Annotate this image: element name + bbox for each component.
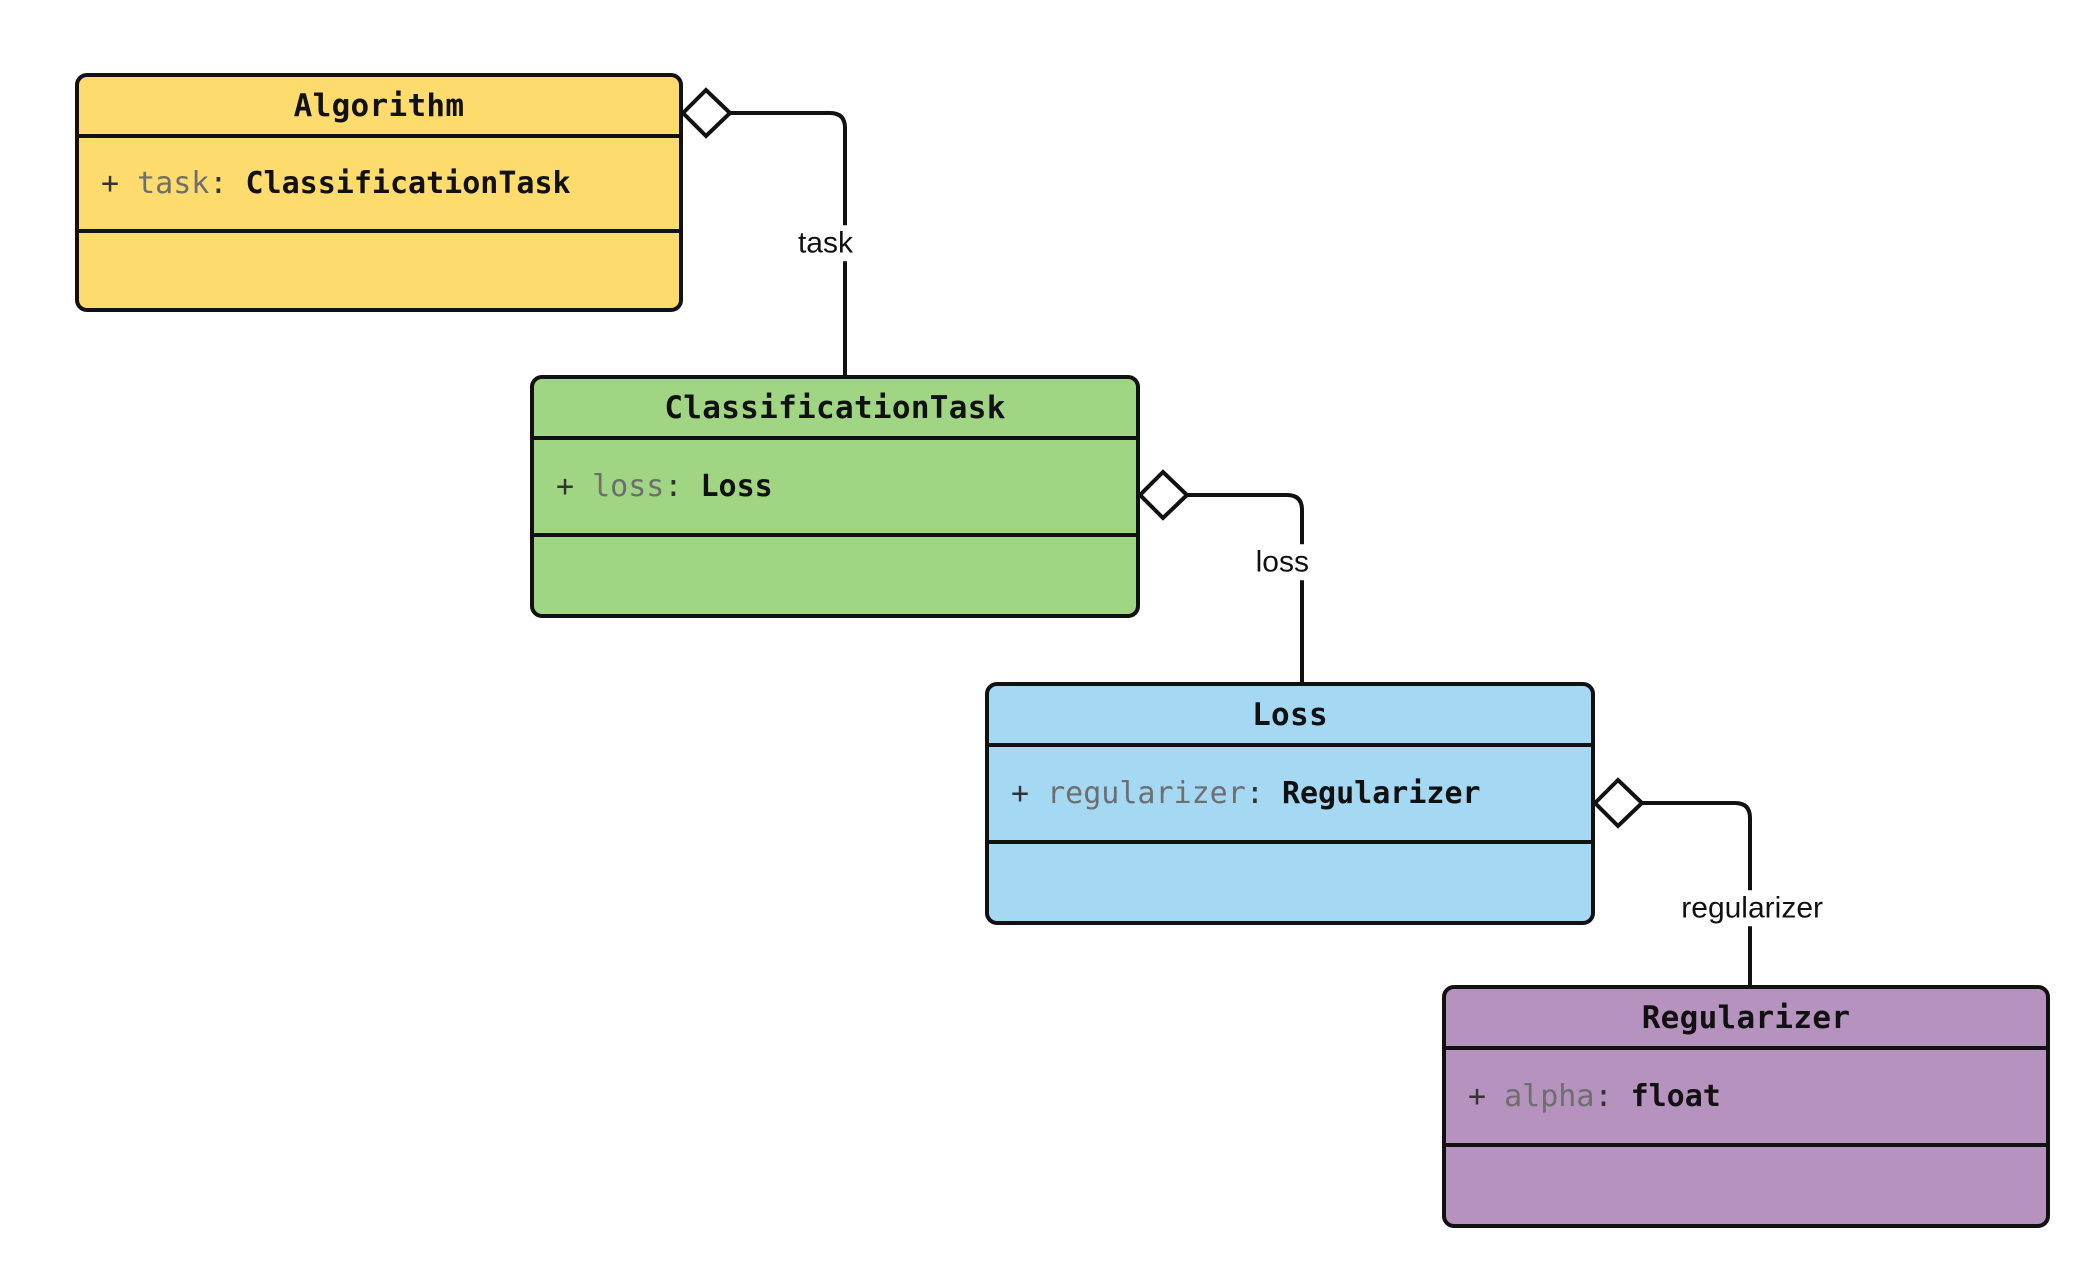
class-methods-loss (989, 844, 1591, 921)
class-attributes-algorithm: + task: ClassificationTask (79, 138, 679, 233)
edge-task-line (730, 111, 847, 375)
attribute-row: + alpha: float (1468, 1080, 2046, 1113)
attribute-type: Regularizer (1281, 776, 1481, 811)
class-methods-algorithm (79, 233, 679, 308)
edge-regularizer[interactable] (1592, 777, 1752, 985)
class-attributes-classificationtask: + loss: Loss (534, 440, 1136, 537)
attribute-name: regularizer (1047, 776, 1246, 811)
class-box-classificationtask[interactable]: ClassificationTask + loss: Loss (530, 375, 1140, 618)
attribute-name: task (137, 166, 210, 201)
attribute-type: ClassificationTask (245, 166, 571, 201)
edge-label-regularizer: regularizer (1677, 890, 1830, 926)
edge-loss-line (1187, 493, 1304, 682)
edge-loss[interactable] (1137, 469, 1304, 682)
edge-label-loss: loss (1251, 544, 1316, 580)
class-title-regularizer: Regularizer (1446, 989, 2046, 1050)
attribute-row: + regularizer: Regularizer (1011, 777, 1591, 810)
attribute-separator: : (664, 469, 683, 504)
class-box-algorithm[interactable]: Algorithm + task: ClassificationTask (75, 73, 683, 312)
attribute-separator: : (1594, 1079, 1613, 1114)
class-title-classificationtask: ClassificationTask (534, 379, 1136, 440)
edge-loss-aggregation-diamond (1137, 469, 1190, 521)
attribute-visibility: + (556, 469, 575, 504)
attribute-row: + task: ClassificationTask (101, 167, 679, 200)
edge-regularizer-aggregation-diamond (1592, 777, 1645, 829)
attribute-row: + loss: Loss (556, 470, 1136, 503)
attribute-separator: : (1245, 776, 1264, 811)
class-methods-regularizer (1446, 1147, 2046, 1224)
attribute-separator: : (209, 166, 228, 201)
edge-task-aggregation-diamond (680, 87, 733, 139)
attribute-name: loss (592, 469, 665, 504)
edge-label-task: task (793, 225, 860, 261)
attribute-visibility: + (1011, 776, 1030, 811)
attribute-type: float (1630, 1079, 1721, 1114)
class-methods-classificationtask (534, 537, 1136, 614)
class-title-algorithm: Algorithm (79, 77, 679, 138)
class-attributes-regularizer: + alpha: float (1446, 1050, 2046, 1147)
class-attributes-loss: + regularizer: Regularizer (989, 747, 1591, 844)
class-title-loss: Loss (989, 686, 1591, 747)
edge-task[interactable] (680, 87, 847, 375)
attribute-visibility: + (1468, 1079, 1487, 1114)
attribute-name: alpha (1504, 1079, 1595, 1114)
class-box-regularizer[interactable]: Regularizer + alpha: float (1442, 985, 2050, 1228)
edge-regularizer-line (1642, 801, 1752, 985)
attribute-type: Loss (700, 469, 773, 504)
attribute-visibility: + (101, 166, 120, 201)
class-box-loss[interactable]: Loss + regularizer: Regularizer (985, 682, 1595, 925)
